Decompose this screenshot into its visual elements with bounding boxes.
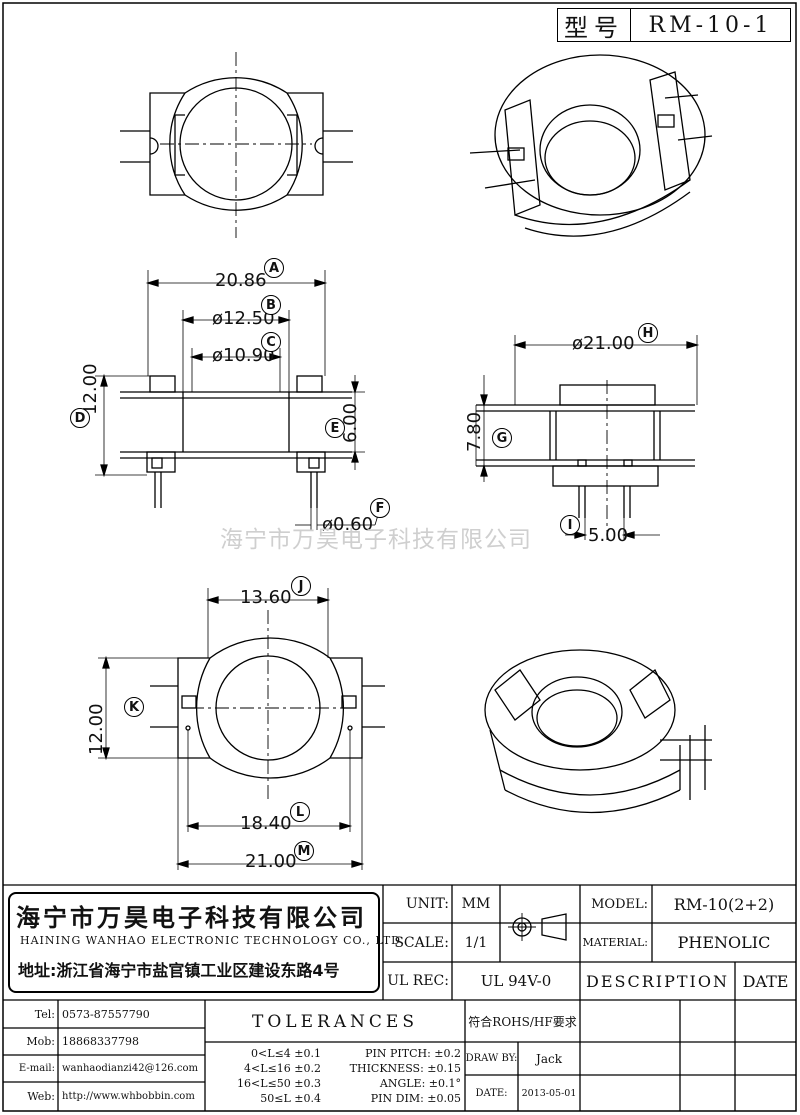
dim-a-value: 20.86 bbox=[215, 270, 267, 291]
unit-value: MM bbox=[461, 896, 491, 912]
front-view bbox=[95, 270, 379, 530]
pin-pitch: PIN PITCH: ±0.2 bbox=[365, 1046, 461, 1060]
dim-g-value: 7.80 bbox=[464, 411, 485, 452]
callout-h: H bbox=[638, 323, 658, 343]
email-value: wanhaodianzi42@126.com bbox=[62, 1063, 198, 1074]
scale-label: SCALE: bbox=[394, 934, 449, 951]
company-address: 地址:浙江省海宁市盐官镇工业区建设东路4号 bbox=[18, 961, 340, 980]
mob-value: 18868337798 bbox=[62, 1035, 139, 1048]
ul-rec-label: UL REC: bbox=[387, 973, 449, 989]
thickness: THICKNESS: ±0.15 bbox=[349, 1061, 461, 1075]
bottom-view bbox=[98, 588, 385, 870]
email-label: E-mail: bbox=[18, 1063, 55, 1074]
callout-i: I bbox=[560, 515, 580, 535]
projection-symbol bbox=[508, 913, 567, 941]
dim-k-value: 12.00 bbox=[86, 703, 107, 755]
side-view bbox=[475, 335, 700, 540]
scale-value: 1/1 bbox=[464, 934, 488, 951]
tolerance-range-1: 0<L≤4 ±0.1 bbox=[251, 1046, 321, 1060]
callout-k: K bbox=[124, 697, 144, 717]
draw-by-value: Jack bbox=[536, 1051, 562, 1066]
callout-m: M bbox=[294, 841, 314, 861]
model-spec-value: RM-10(2+2) bbox=[673, 894, 775, 914]
draw-by-label: DRAW BY: bbox=[465, 1053, 518, 1064]
rohs-note: 符合ROHS/HF要求 bbox=[468, 1014, 577, 1029]
company-box bbox=[8, 892, 380, 993]
top-view bbox=[120, 52, 353, 238]
dim-d-value: 12.00 bbox=[80, 363, 101, 415]
date-value: 2013-05-01 bbox=[521, 1087, 577, 1099]
dim-f-value: ø0.60 bbox=[322, 514, 374, 535]
tolerance-range-2: 4<L≤16 ±0.2 bbox=[244, 1061, 321, 1075]
isometric-view-bottom bbox=[484, 649, 712, 814]
pin-dim: PIN DIM: ±0.05 bbox=[370, 1091, 461, 1105]
dim-c-value: ø10.90 bbox=[212, 345, 275, 366]
tel-value: 0573-87557790 bbox=[62, 1007, 150, 1021]
angle: ANGLE: ±0.1° bbox=[379, 1076, 461, 1090]
callout-b: B bbox=[261, 295, 281, 315]
model-label: 型号 bbox=[558, 9, 631, 42]
tel-label: Tel: bbox=[34, 1007, 55, 1021]
dim-h-value: ø21.00 bbox=[572, 333, 635, 354]
model-spec-label: MODEL: bbox=[591, 896, 648, 912]
callout-c: C bbox=[261, 332, 281, 352]
tolerance-range-3: 16<L≤50 ±0.3 bbox=[237, 1076, 321, 1090]
tolerances-title: TOLERANCES bbox=[252, 1012, 418, 1032]
model-value: RM-10-1 bbox=[648, 12, 773, 38]
dim-m-value: 21.00 bbox=[245, 851, 297, 872]
callout-a: A bbox=[264, 258, 284, 278]
dim-l-value: 18.40 bbox=[240, 813, 292, 834]
callout-d: D bbox=[70, 408, 90, 428]
model-title-box: 型号 RM-10-1 bbox=[557, 8, 791, 42]
watermark: 海宁市万昊电子科技有限公司 bbox=[220, 527, 532, 553]
web-label: Web: bbox=[27, 1090, 55, 1103]
dim-i-value: 5.00 bbox=[588, 525, 629, 546]
callout-e: E bbox=[325, 418, 345, 438]
company-name-en: HAINING WANHAO ELECTRONIC TECHNOLOGY CO.… bbox=[20, 933, 406, 947]
title-block-grid bbox=[3, 884, 796, 1111]
web-value: http://www.whbobbin.com bbox=[62, 1091, 195, 1102]
callout-f: F bbox=[370, 498, 390, 518]
dim-j-value: 13.60 bbox=[240, 587, 292, 608]
callout-j: J bbox=[291, 576, 311, 596]
callout-g: G bbox=[492, 428, 512, 448]
company-name-cn: 海宁市万昊电子科技有限公司 bbox=[16, 903, 367, 932]
callout-l: L bbox=[290, 802, 310, 822]
unit-label: UNIT: bbox=[405, 896, 449, 912]
tolerance-range-4: 50≤L ±0.4 bbox=[260, 1091, 321, 1105]
description-label: DESCRIPTION bbox=[586, 971, 729, 991]
material-value: PHENOLIC bbox=[677, 933, 771, 952]
mob-label: Mob: bbox=[26, 1035, 55, 1048]
dim-b-value: ø12.50 bbox=[212, 308, 275, 329]
date-header: DATE bbox=[742, 971, 789, 991]
date-label: DATE: bbox=[475, 1087, 508, 1099]
isometric-view-top bbox=[469, 54, 713, 237]
material-label: MATERIAL: bbox=[582, 936, 648, 949]
ul-rec-value: UL 94V-0 bbox=[480, 972, 552, 990]
